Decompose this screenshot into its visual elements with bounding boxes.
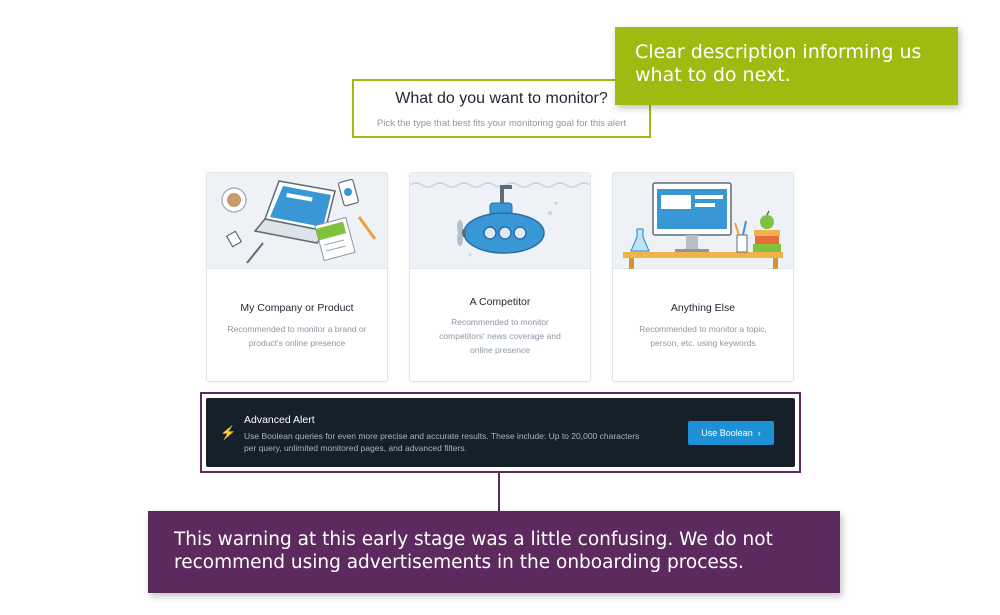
submarine-illustration: [410, 173, 590, 269]
option-description: Recommended to monitor a brand or produc…: [227, 324, 367, 348]
annotation-connector: [498, 473, 500, 512]
option-description: Recommended to monitor a topic, person, …: [639, 324, 767, 348]
option-card-anything-else[interactable]: Anything Else Recommended to monitor a t…: [612, 172, 794, 382]
option-card-competitor[interactable]: A Competitor Recommended to monitor comp…: [409, 172, 591, 382]
annotation-top: Clear description informing us what to d…: [615, 27, 958, 105]
advanced-alert-highlight: [200, 392, 801, 473]
advanced-alert-description: Use Boolean queries for even more precis…: [244, 431, 640, 453]
option-card-company[interactable]: My Company or Product Recommended to mon…: [206, 172, 388, 382]
header-box: What do you want to monitor? Pick the ty…: [352, 79, 651, 138]
option-title: A Competitor: [469, 296, 531, 308]
use-boolean-button[interactable]: Use Boolean ›: [688, 421, 774, 445]
option-description: Recommended to monitor competitors' news…: [439, 317, 561, 355]
advanced-alert-banner: ⚡ Advanced Alert Use Boolean queries for…: [206, 398, 795, 467]
use-boolean-label: Use Boolean: [701, 428, 753, 438]
advanced-alert-title: Advanced Alert: [244, 414, 315, 426]
desk-laptop-illustration: [207, 173, 387, 269]
lightning-bolt-icon: ⚡: [220, 425, 237, 440]
page-subtitle: Pick the type that best fits your monito…: [376, 118, 627, 129]
option-title: My Company or Product: [240, 302, 354, 314]
desk-computer-illustration: [613, 173, 793, 269]
option-title: Anything Else: [670, 302, 736, 314]
annotation-bottom: This warning at this early stage was a l…: [148, 511, 840, 593]
chevron-right-icon: ›: [757, 428, 761, 438]
page-title: What do you want to monitor?: [395, 90, 608, 107]
